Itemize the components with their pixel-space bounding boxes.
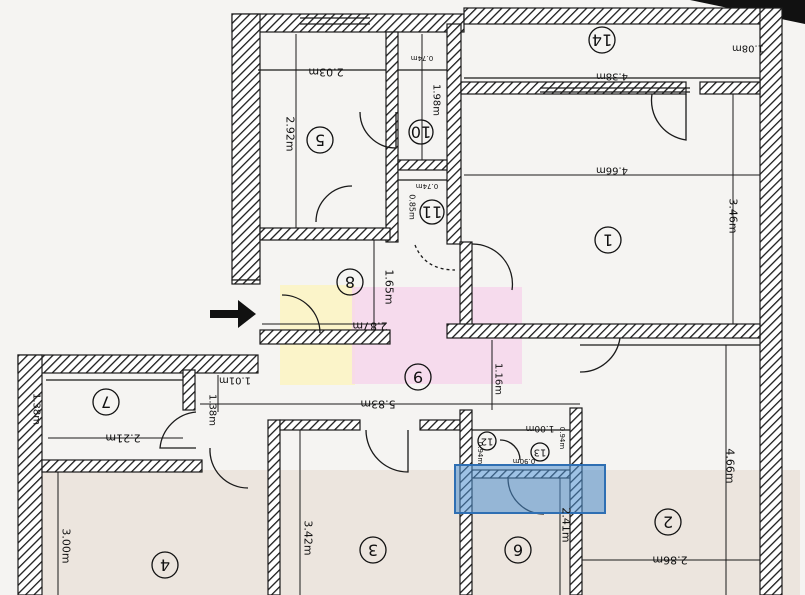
dimension-label: 2.03m [308,66,343,79]
dimension-label: 4.66m [724,448,737,483]
room-label-12: 12 [477,431,497,451]
room-number: 7 [101,393,111,412]
room-circle [359,536,387,564]
room-number: 11 [422,203,442,222]
dimension-label: 0.94m [558,427,566,450]
room-label-9: 9 [404,363,432,391]
dimension-label: 1.00m [526,423,555,433]
dimension-label: 3.42m [302,520,315,555]
room-circle [92,388,120,416]
room-label-1: 1 [594,226,622,254]
room-label-5: 5 [306,126,334,154]
room-number: 14 [592,31,612,50]
dimension-label: 1.08m [732,43,764,54]
room-circle [477,431,497,451]
arrow-right-icon [210,300,256,328]
dimension-label: 3.46m [727,198,740,233]
bottom-shading [40,470,800,595]
room-label-8: 8 [336,268,364,296]
room-label-6: 6 [504,536,532,564]
room-circle [151,551,179,579]
room-number: 4 [160,556,170,575]
room-label-2: 2 [654,508,682,536]
room-circle [419,199,445,225]
dimension-label: 4.38m [596,71,628,82]
dimension-label: 1.65m [383,269,396,304]
room-number: 6 [513,541,523,560]
dimension-label: 1.38m [31,393,42,425]
dimension-lines [48,34,760,595]
room-number: 2 [663,513,673,532]
dimension-labels: 1.08m 4.38m 0.74m 2.03m 1.98m 2.92m 4.66m 0.74m… [31,43,765,567]
room-number: 13 [534,447,547,458]
room-label-13: 13 [530,442,550,462]
dimension-label: 0.94m [476,442,484,465]
dimension-label: 1.98m [431,84,442,116]
room-circle [336,268,364,296]
room-circle [654,508,682,536]
dimension-label: 2.41m [560,507,573,542]
room-number: 1 [603,231,613,250]
dimension-label: 0.74m [411,54,434,62]
room-label-14: 14 [588,26,616,54]
dimension-label: 2.87m [352,320,387,333]
room-number: 5 [315,131,325,150]
room-circle [404,363,432,391]
room-circle [594,226,622,254]
dimension-label: 0.90m [513,457,536,465]
dimension-label: 0.74m [416,182,439,190]
room-label-3: 3 [359,536,387,564]
room-number: 9 [413,368,423,387]
dimension-label: 2.86m [652,554,687,567]
walls [17,7,783,595]
room-label-11: 11 [419,199,445,225]
dimension-label: 5.83m [360,398,395,411]
room-label-7: 7 [92,388,120,416]
room-label-10: 10 [408,119,434,145]
dimension-label: 0.85m [408,194,417,220]
room-number: 10 [411,123,431,142]
room-circle [504,536,532,564]
room-circle [408,119,434,145]
dimension-label: 4.66m [596,165,628,176]
dimension-label: 2.21m [105,432,140,445]
dimension-label: 1.16m [493,363,504,395]
dimension-label: 1.38m [207,394,218,426]
room-circle [306,126,334,154]
room-circle [588,26,616,54]
room-circle [530,442,550,462]
room-number: 8 [345,273,355,292]
dimension-label: 3.00m [60,528,73,563]
room-label-4: 4 [151,551,179,579]
highlight-box [454,464,606,514]
room-number: 12 [481,436,494,447]
dimension-label: 2.92m [284,116,297,151]
dimension-label: 1.01m [219,375,251,386]
room-number: 3 [368,541,378,560]
